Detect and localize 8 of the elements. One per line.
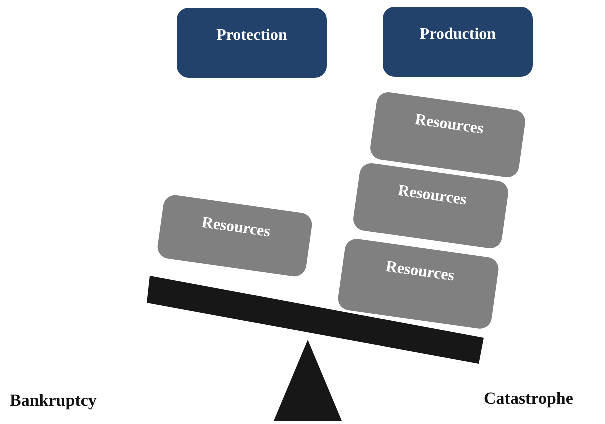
goal-box: Production bbox=[383, 7, 533, 77]
goal-box: Protection bbox=[177, 8, 327, 78]
resource-block: Resources bbox=[156, 194, 314, 278]
resource-block: Resources bbox=[352, 162, 510, 250]
outcome-label: Catastrophe bbox=[484, 388, 574, 410]
resource-block: Resources bbox=[336, 238, 500, 330]
resource-block: Resources bbox=[369, 90, 527, 180]
outcome-label: Bankruptcy bbox=[10, 390, 97, 412]
